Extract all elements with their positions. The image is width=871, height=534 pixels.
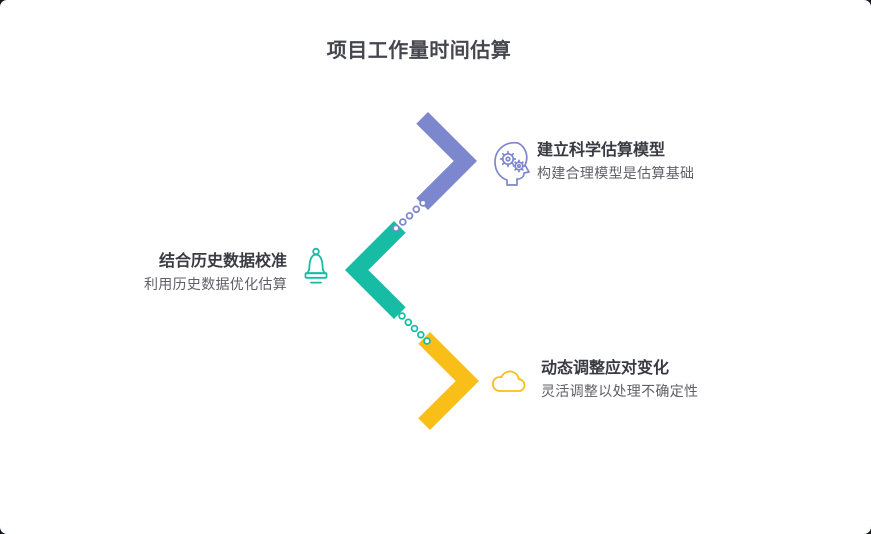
brain-gears-icon xyxy=(490,139,536,192)
chevron-step-3 xyxy=(418,332,479,430)
connector-dots-1 xyxy=(392,199,427,233)
step-3-text: 动态调整应对变化 灵活调整以处理不确定性 xyxy=(541,359,698,400)
chevron-step-2 xyxy=(345,221,406,319)
step-2-heading: 结合历史数据校准 xyxy=(158,253,287,270)
step-3-subtext: 灵活调整以处理不确定性 xyxy=(541,383,699,399)
step-2-subtext: 利用历史数据优化估算 xyxy=(144,276,287,292)
step-1-subtext: 构建合理模型是估算基础 xyxy=(537,165,695,181)
page-title: 项目工作量时间估算 xyxy=(326,40,512,62)
bell-icon xyxy=(299,246,333,295)
chevron-step-1 xyxy=(416,112,477,210)
step-1-heading: 建立科学估算模型 xyxy=(537,142,666,159)
connector-dots-2 xyxy=(398,312,431,345)
cloud-icon xyxy=(489,366,529,403)
step-3-heading: 动态调整应对变化 xyxy=(541,360,670,377)
step-2-text: 结合历史数据校准 利用历史数据优化估算 xyxy=(144,252,287,293)
step-1-text: 建立科学估算模型 构建合理模型是估算基础 xyxy=(537,141,694,182)
